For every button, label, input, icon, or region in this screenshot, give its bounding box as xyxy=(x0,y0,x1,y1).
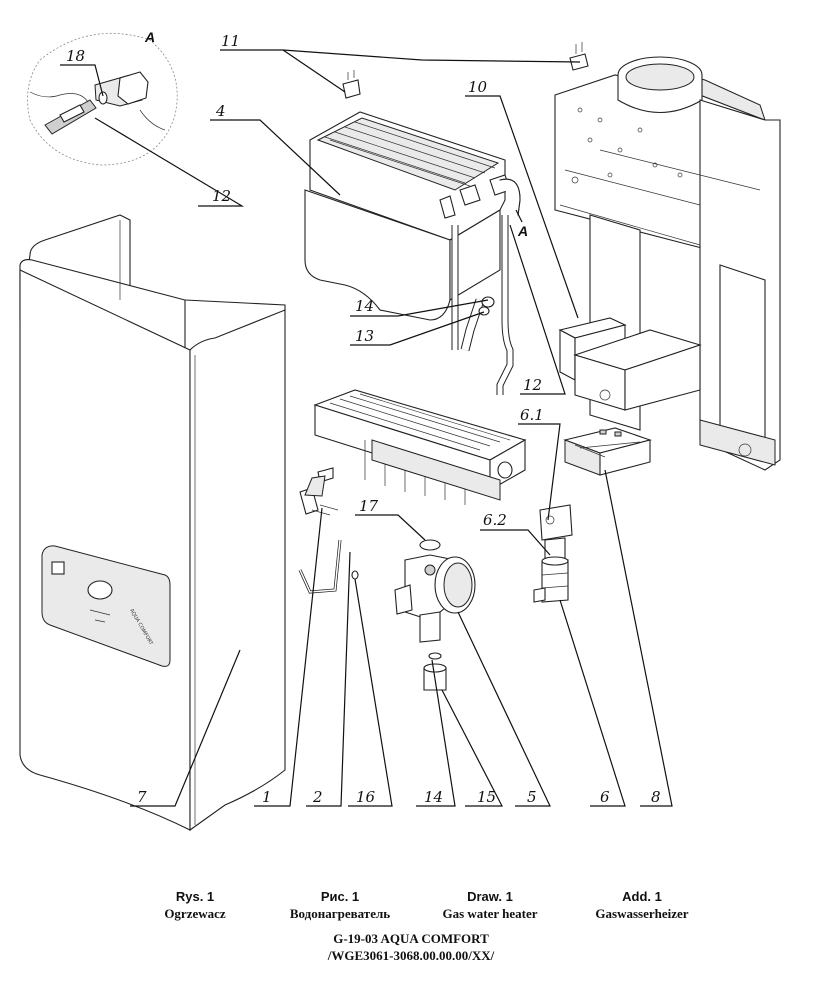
callout-15: 17 xyxy=(359,497,379,515)
caption-subtitle: Водонагреватель xyxy=(289,906,391,921)
callout-17: 15 xyxy=(477,788,496,806)
callout-10: 10 xyxy=(468,78,488,96)
caption-russian: Рис. 1 Водонагреватель xyxy=(265,888,415,922)
callout-8: 8 xyxy=(651,788,661,806)
callout-1: 1 xyxy=(262,788,272,806)
callout-16: 16 xyxy=(356,788,376,806)
caption-heading: Rys. 1 xyxy=(175,889,215,904)
ignition-electrode xyxy=(299,467,339,516)
callout-labels: 11 4 10 18 12 14 13 12 6.1 17 6.2 7 1 2 … xyxy=(66,29,661,806)
detail-label-a: A xyxy=(144,29,155,45)
caption-subtitle: Ogrzewacz xyxy=(164,906,226,921)
callout-13: 13 xyxy=(355,327,374,345)
callout-18: 18 xyxy=(66,47,85,65)
burner xyxy=(313,389,527,505)
gas-valve xyxy=(394,539,476,643)
heat-exchanger xyxy=(304,111,521,395)
front-casing: AQUA COMFORT xyxy=(19,214,286,832)
control-box xyxy=(558,317,702,411)
chassis-frame xyxy=(554,56,781,471)
callout-7: 7 xyxy=(137,788,147,806)
callout-5: 5 xyxy=(527,788,537,806)
caption-english: Draw. 1 Gas water heater xyxy=(415,888,565,922)
caption-heading: Рис. 1 xyxy=(320,889,360,904)
callout-14-upper: 14 xyxy=(355,297,374,315)
callout-6-1: 6.1 xyxy=(520,406,544,424)
callout-12-lower: 12 xyxy=(523,376,542,394)
gas-nut xyxy=(423,652,447,691)
caption-subtitle: Gas water heater xyxy=(442,906,538,921)
callout-12-top: 12 xyxy=(212,187,231,205)
sensors xyxy=(342,42,589,99)
callout-11: 11 xyxy=(221,32,240,50)
callout-6: 6 xyxy=(600,788,610,806)
model-code: /WGE3061-3068.00.00.00/XX/ xyxy=(327,948,495,963)
callout-6-2: 6.2 xyxy=(483,511,507,529)
caption-german: Add. 1 Gaswasserheizer xyxy=(567,888,717,922)
water-valve xyxy=(533,504,573,603)
caption-heading: Add. 1 xyxy=(622,889,662,904)
callout-14-lower: 14 xyxy=(424,788,443,806)
leader-lines xyxy=(60,49,673,807)
caption-polish: Rys. 1 Ogrzewacz xyxy=(120,888,270,922)
caption-heading: Draw. 1 xyxy=(467,889,513,904)
caption-subtitle: Gaswasserheizer xyxy=(595,906,689,921)
ignition-module xyxy=(563,427,652,476)
figure-captions: Rys. 1 Ogrzewacz Рис. 1 Водонагреватель … xyxy=(0,888,822,998)
callout-4: 4 xyxy=(215,102,226,120)
model-name: G-19-03 AQUA COMFORT xyxy=(333,931,489,946)
detail-pointer-a: A xyxy=(517,223,528,239)
detail-a-view xyxy=(27,32,178,166)
callout-2: 2 xyxy=(312,788,323,806)
